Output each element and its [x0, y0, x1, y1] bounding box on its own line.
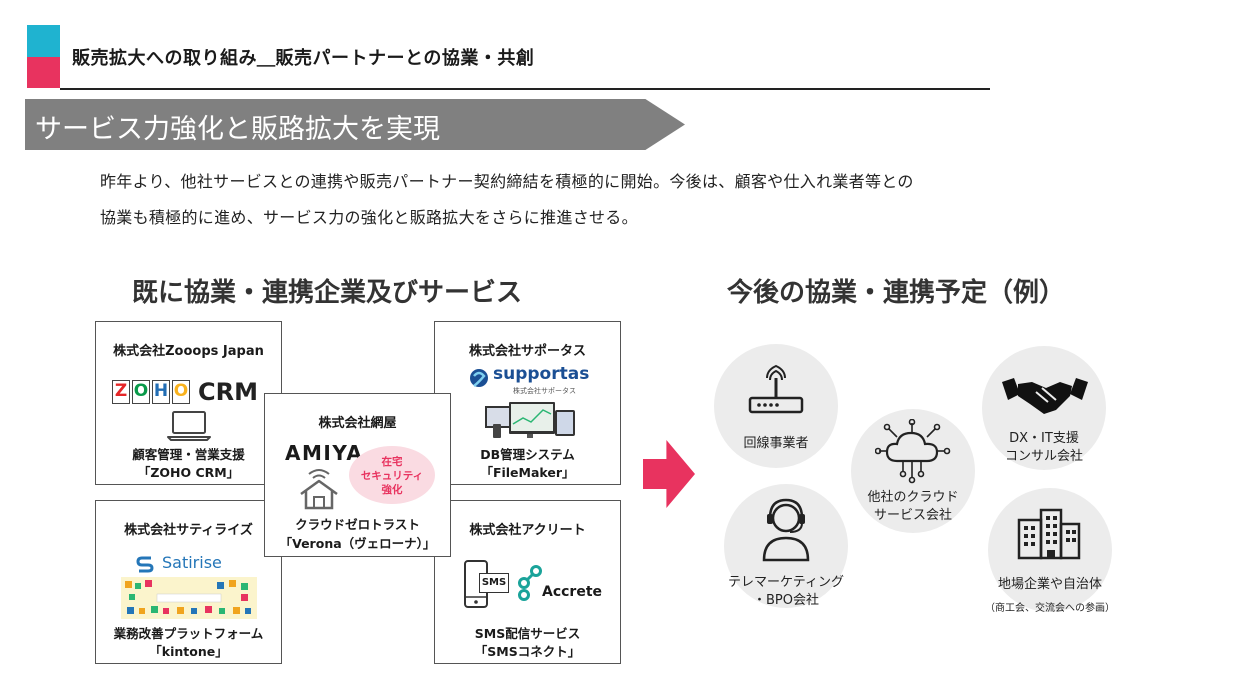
partner-card-amiya: 株式会社網屋 AMIYA 在宅 セキュリティ 強化 クラウドゼロトラスト 「Ve… [264, 393, 451, 557]
crm-text: CRM [198, 378, 258, 406]
card-desc-1: DB管理システム [480, 447, 575, 462]
corner-accent-cyan [27, 25, 60, 57]
plan-label: 回線事業者 [743, 436, 809, 451]
card-company-name: 株式会社サティライズ [124, 523, 253, 538]
card-desc-1: SMS配信サービス [474, 626, 581, 641]
partner-card-satirise: 株式会社サティライズ Satirise 業務改善プラットフォーム 「kinton… [95, 500, 282, 664]
plan-label-line-1: DX・IT支援 [1009, 431, 1079, 446]
plan-circle-telemarketing: テレマーケティング ・BPO会社 [724, 484, 848, 608]
card-desc-1: 顧客管理・営業支援 [132, 447, 245, 462]
plan-label-line-2: サービス会社 [873, 508, 952, 523]
card-desc-2: 「FileMaker」 [480, 465, 575, 480]
buildings-icon [1017, 508, 1081, 560]
plan-circle-dx-consulting: DX・IT支援 コンサル会社 [982, 346, 1106, 470]
kintone-banner-image [121, 577, 257, 619]
router-icon [748, 364, 804, 414]
bubble-line-2: セキュリティ [360, 470, 424, 482]
card-desc-2: 「kintone」 [149, 644, 228, 659]
card-company-name: 株式会社サポータス [468, 344, 586, 359]
plan-label-line-2: ・BPO会社 [753, 593, 819, 608]
accrete-mark-icon [518, 565, 542, 601]
plan-label-line-1: テレマーケティング [728, 575, 844, 590]
handshake-icon [1002, 378, 1088, 414]
filemaker-screens-image [485, 402, 575, 438]
partner-card-zooops: 株式会社Zooops Japan Z O H O CRM 顧客管理・営業支援 「… [95, 321, 282, 485]
supportas-subtitle: 株式会社サポータス [513, 387, 576, 395]
card-desc-2: 「SMSコネクト」 [474, 644, 581, 659]
plan-circle-line-carrier: 回線事業者 [714, 344, 838, 468]
sms-label: SMS [479, 573, 509, 593]
plan-label-line-2: コンサル会社 [1004, 449, 1083, 464]
slide-title: 販売拡大への取り組み＿販売パートナーとの協業・共創 [72, 48, 535, 69]
title-underline [60, 88, 990, 90]
card-desc-1: 業務改善プラットフォーム [113, 626, 264, 641]
plan-sublabel: （商工会、交流会への参画） [985, 603, 1115, 614]
satirise-text: Satirise [162, 553, 222, 572]
home-wifi-icon [300, 469, 338, 510]
zoho-letter-o2: O [172, 380, 190, 404]
intro-line-2: 協業も積極的に進め、サービス力の強化と販路拡大をさらに推進させる。 [100, 208, 638, 227]
supportas-mark-icon [470, 369, 488, 387]
card-company-name: 株式会社Zooops Japan [113, 344, 264, 359]
bubble-line-3: 強化 [381, 484, 403, 496]
accrete-text: Accrete [542, 584, 603, 600]
amiya-logo-text: AMIYA [285, 441, 364, 465]
plan-circle-cloud-services: 他社のクラウド サービス会社 [851, 409, 975, 533]
plan-circle-local-business: 地場企業や自治体 [988, 488, 1112, 612]
zoho-letter-h: H [152, 380, 170, 404]
zoho-letter-z: Z [112, 380, 130, 404]
existing-partners-title: 既に協業・連携企業及びサービス [132, 278, 523, 308]
plan-label: 地場企業や自治体 [997, 577, 1102, 592]
headset-operator-icon [762, 498, 810, 562]
satirise-logo: Satirise [136, 553, 222, 573]
banner-text: サービス力強化と販路拡大を実現 [35, 114, 440, 145]
intro-line-1: 昨年より、他社サービスとの連携や販売パートナー契約締結を積極的に開始。今後は、顧… [100, 172, 914, 191]
cloud-network-icon [875, 419, 951, 484]
card-desc-2: 「Verona（ヴェローナ）」 [279, 536, 436, 551]
corner-accent-pink [27, 57, 60, 88]
partner-card-supportas: 株式会社サポータス supportas 株式会社サポータス DB管理システム 「… [434, 321, 621, 485]
card-company-name: 株式会社網屋 [318, 416, 397, 431]
zoho-crm-logo: Z O H O CRM [112, 378, 274, 406]
future-partners-title: 今後の協業・連携予定（例） [727, 278, 1066, 308]
card-company-name: 株式会社アクリート [469, 523, 586, 538]
supportas-text: supportas [493, 364, 590, 384]
section-banner: サービス力強化と販路拡大を実現 [25, 99, 685, 150]
card-desc-1: クラウドゼロトラスト [295, 517, 420, 532]
partner-card-accrete: 株式会社アクリート SMS Accrete SMS配信サービス 「SMSコネクト… [434, 500, 621, 664]
zoho-letter-o: O [132, 380, 150, 404]
security-bubble: 在宅 セキュリティ 強化 [349, 446, 435, 504]
right-arrow-icon [643, 440, 695, 508]
satirise-mark-icon [136, 556, 154, 573]
laptop-icon [167, 411, 211, 441]
bubble-line-1: 在宅 [381, 456, 403, 468]
plan-label-line-1: 他社のクラウド [867, 490, 959, 505]
card-desc-2: 「ZOHO CRM」 [137, 465, 240, 480]
